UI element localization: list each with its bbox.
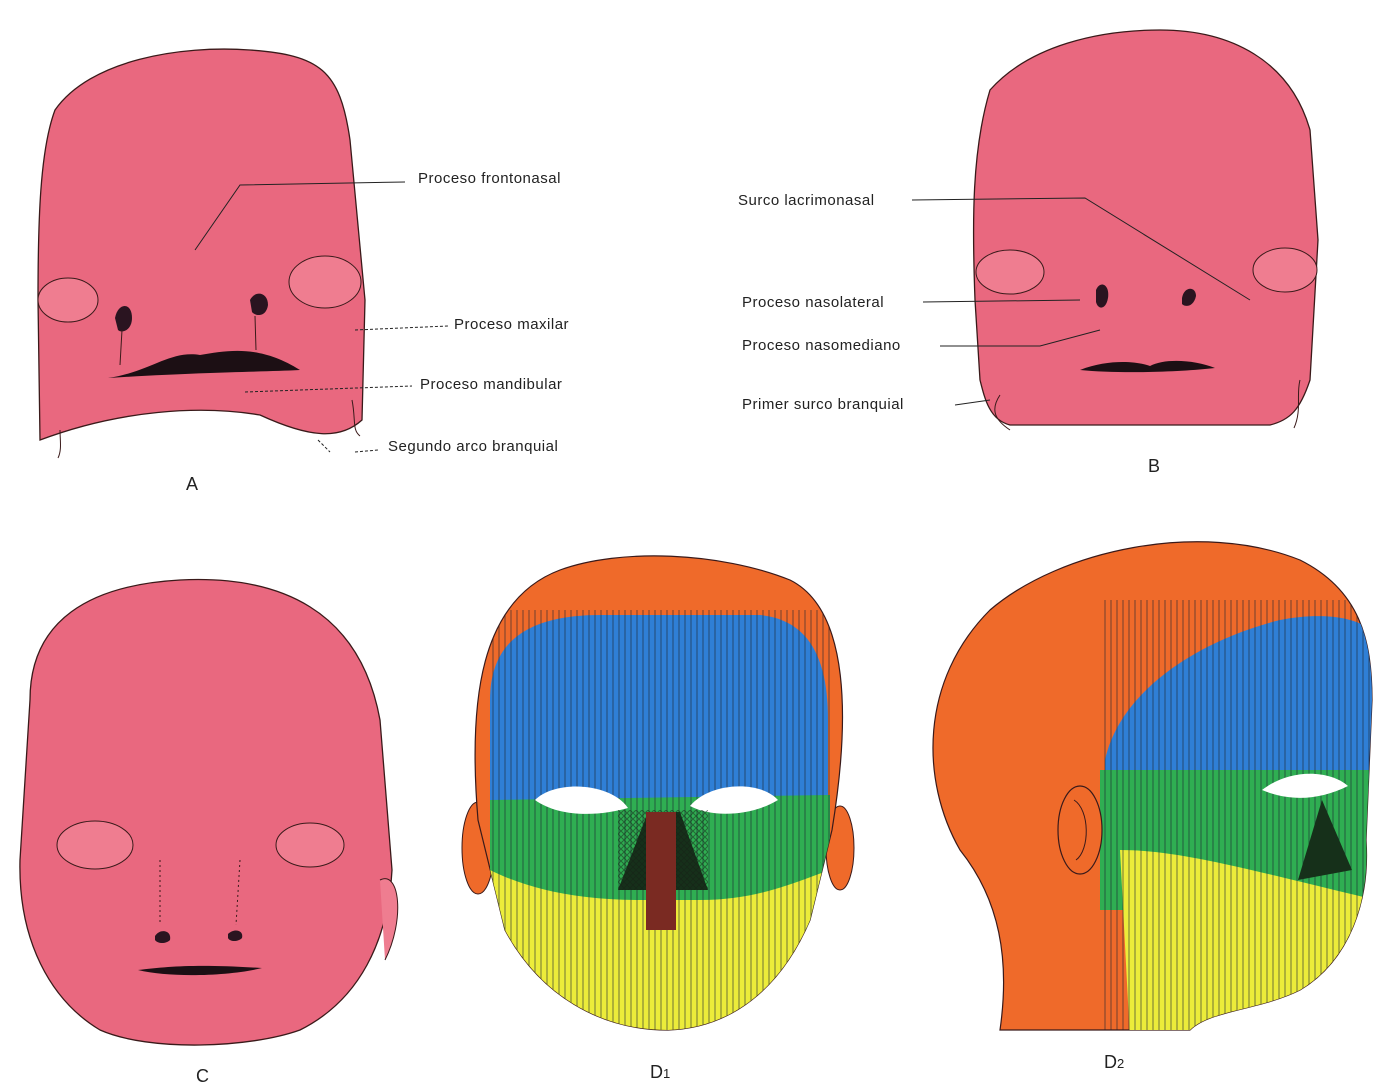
label-segundo-arco-branquial: Segundo arco branquial xyxy=(388,438,558,455)
label-primer-surco-branquial: Primer surco branquial xyxy=(742,396,904,413)
panel-a-right-nasal-pit xyxy=(250,294,268,315)
panel-d1-nasomedian-brown xyxy=(646,812,676,930)
panel-c-right-eye xyxy=(276,823,344,867)
label-proceso-nasomediano: Proceso nasomediano xyxy=(742,337,901,354)
panel-letter-d1: D1 xyxy=(650,1062,670,1083)
panel-letter-c: C xyxy=(196,1066,209,1087)
panel-b-left-eye-swelling xyxy=(976,250,1044,294)
panel-c-right-ear xyxy=(380,879,398,960)
panel-b-right-eye-swelling xyxy=(1253,248,1317,292)
label-proceso-maxilar: Proceso maxilar xyxy=(454,316,569,333)
label-proceso-nasolateral: Proceso nasolateral xyxy=(742,294,884,311)
label-proceso-mandibular: Proceso mandibular xyxy=(420,376,562,393)
panel-d1-face-map xyxy=(462,556,854,1040)
panel-letter-d2-main: D xyxy=(1104,1052,1117,1072)
panel-c-left-eye xyxy=(57,821,133,869)
panel-c-embryo xyxy=(20,580,398,1045)
panel-letter-b: B xyxy=(1148,456,1160,477)
panel-a-left-ear-swelling xyxy=(38,278,98,322)
label-surco-lacrimonasal: Surco lacrimonasal xyxy=(738,192,875,209)
panel-b-embryo xyxy=(974,30,1318,430)
panel-d2-ear xyxy=(1058,786,1102,874)
panel-letter-d2-subscript: 2 xyxy=(1117,1056,1124,1071)
label-proceso-frontonasal: Proceso frontonasal xyxy=(418,170,561,187)
panel-d2-face-map xyxy=(933,542,1376,1040)
panel-letter-d1-subscript: 1 xyxy=(663,1066,670,1081)
panel-a-right-eye-swelling xyxy=(289,256,361,308)
panel-letter-d1-main: D xyxy=(650,1062,663,1082)
panel-letter-a: A xyxy=(186,474,198,495)
panel-letter-d2: D2 xyxy=(1104,1052,1124,1073)
panel-a-embryo xyxy=(38,49,365,458)
